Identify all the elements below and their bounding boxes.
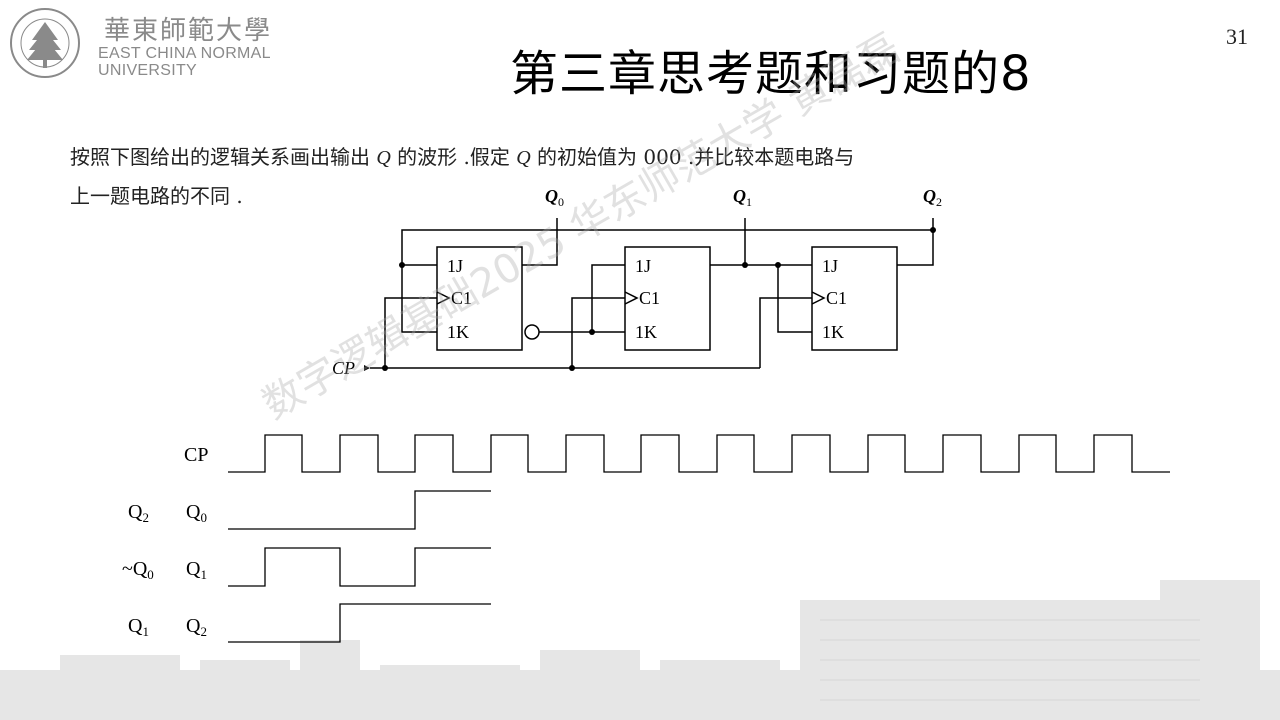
q0-waveform — [228, 490, 491, 530]
row-left-label: ~Q0 — [122, 558, 154, 582]
seal-icon — [10, 8, 80, 78]
problem-text: 的波形 .假定 — [390, 145, 517, 169]
ff2-c-label: C1 — [826, 288, 847, 308]
cp-label: CP — [184, 444, 208, 466]
row-left-label: Q2 — [128, 501, 149, 525]
campus-background — [0, 580, 1280, 720]
problem-text: 的初始值为 000 .并比较本题电路与 — [530, 145, 855, 169]
q2-label: Q2 — [923, 186, 942, 209]
q1-label: Q1 — [733, 186, 752, 209]
university-name-en: EAST CHINA NORMAL — [98, 45, 271, 62]
q-symbol: Q — [376, 147, 391, 169]
q1-waveform — [228, 547, 491, 587]
timing-diagram: CP Q2 Q0 ~Q0 Q1 Q1 Q2 — [122, 434, 1170, 643]
jk-flipflop-circuit: 1J C1 1K 1J C1 1K 1J C1 1K Q0 Q1 Q2 CP — [332, 186, 942, 378]
university-name-en-line2: UNIVERSITY — [98, 62, 198, 79]
ff2-j-label: 1J — [822, 256, 838, 276]
slide-title: 第三章思考题和习题的8 — [510, 46, 1032, 102]
ff0-c-label: C1 — [451, 288, 472, 308]
q2-waveform — [228, 603, 491, 643]
problem-line-1: 按照下图给出的逻辑关系画出输出 Q 的波形 .假定 Q 的初始值为 000 .并… — [70, 138, 854, 177]
ff1-j-label: 1J — [635, 256, 651, 276]
ff0-k-label: 1K — [447, 322, 469, 342]
cp-input-label: CP — [332, 358, 355, 378]
university-logo: 華東師範大學 EAST CHINA NORMAL UNIVERSITY — [8, 6, 308, 79]
page-number: 31 — [1226, 24, 1248, 49]
row-right-label: Q1 — [186, 558, 207, 582]
row-left-label: Q1 — [128, 615, 149, 639]
cp-waveform — [228, 434, 1170, 473]
q-symbol: Q — [516, 147, 531, 169]
ff2-k-label: 1K — [822, 322, 844, 342]
ff1-k-label: 1K — [635, 322, 657, 342]
row-right-label: Q2 — [186, 615, 207, 639]
problem-line-2: 上一题电路的不同 . — [70, 184, 243, 208]
ff1-c-label: C1 — [639, 288, 660, 308]
row-right-label: Q0 — [186, 501, 207, 525]
ff0-j-label: 1J — [447, 256, 463, 276]
problem-statement: 按照下图给出的逻辑关系画出输出 Q 的波形 .假定 Q 的初始值为 000 .并… — [70, 138, 854, 215]
university-name-cn: 華東師範大學 — [104, 16, 273, 46]
problem-text: 按照下图给出的逻辑关系画出输出 — [70, 145, 377, 169]
